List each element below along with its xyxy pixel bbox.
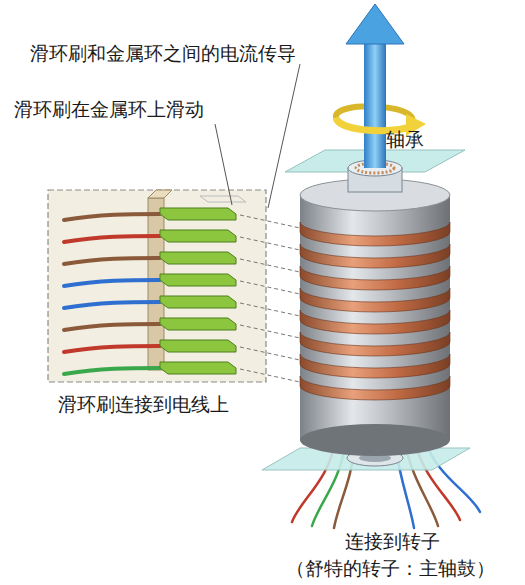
label-text: 滑环刷在金属环上滑动 bbox=[14, 98, 204, 121]
label-text: 连接到转子 bbox=[345, 530, 440, 553]
label-text: 滑环刷连接到电线上 bbox=[58, 393, 229, 416]
label-text: 轴承 bbox=[386, 128, 424, 151]
label-text: 滑环刷和金属环之间的电流传导 bbox=[30, 42, 296, 65]
label-text: （舒特的转子：主轴鼓） bbox=[286, 557, 495, 580]
